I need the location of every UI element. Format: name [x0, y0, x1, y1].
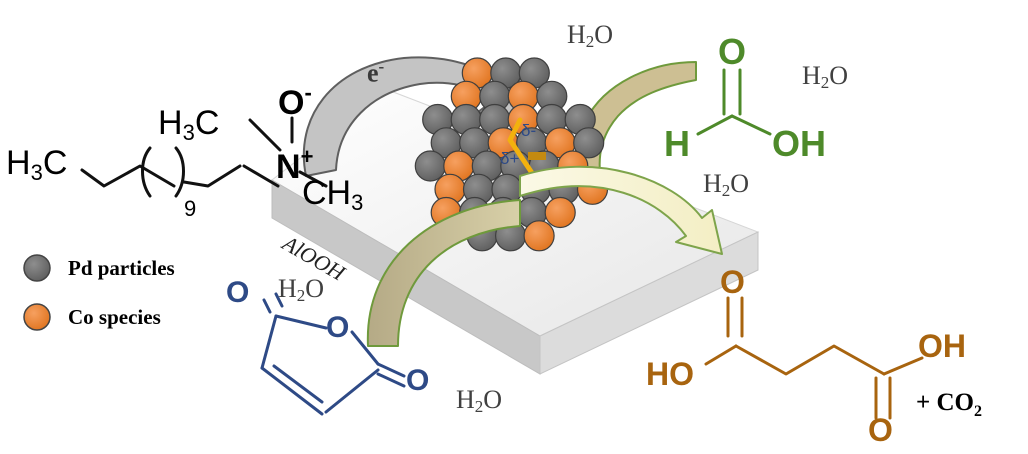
co-species-sphere	[523, 220, 555, 252]
surfactant-oxide: O-	[278, 80, 312, 122]
succinic-o-top: O	[720, 264, 745, 300]
legend-pd-label: Pd particles	[68, 256, 175, 280]
formic-oh: OH	[772, 123, 826, 164]
pd-particle-sphere	[414, 150, 446, 182]
electron-symbol: e	[367, 58, 379, 88]
anhydride-o-ring: O	[326, 311, 350, 344]
anhydride-o-top: O	[226, 276, 250, 309]
surfactant-nitrogen: N+	[276, 144, 314, 186]
electron-charge: -	[378, 57, 385, 76]
succinic-o-bottom: O	[868, 412, 893, 448]
charge-arrow-bar	[528, 152, 546, 160]
surfactant-bonds	[80, 116, 328, 198]
legend-co-label: Co species	[68, 305, 161, 329]
pd-particle-sphere	[573, 127, 605, 159]
surfactant-h3c-left: H3C	[6, 144, 68, 185]
surfactant-repeat-count: 9	[184, 196, 197, 221]
succinic-acid-bonds	[704, 296, 924, 420]
legend-co-swatch	[23, 303, 51, 331]
anhydride-bonds	[260, 292, 406, 416]
formic-h: H	[664, 123, 690, 164]
formic-o: O	[718, 31, 747, 72]
water-label-top: H2O	[567, 20, 614, 51]
succinic-ho: HO	[646, 356, 694, 392]
co-species-sphere	[544, 196, 576, 229]
succinic-oh: OH	[918, 328, 966, 364]
support-right-face	[539, 231, 759, 375]
product-arrow	[519, 165, 723, 255]
co2-byproduct: + CO2	[916, 389, 982, 420]
electron-label: e-	[367, 58, 384, 87]
surfactant-h3c-top: H3C	[158, 104, 220, 145]
surfactant-ch3-right: CH3	[302, 174, 364, 215]
water-label-bottom: H2O	[456, 385, 503, 416]
delta-plus-label: δ+	[500, 149, 520, 168]
legend-pd-swatch	[23, 254, 51, 282]
water-label-right-mid: H2O	[703, 169, 750, 200]
water-label-right-top: H2O	[802, 61, 849, 92]
water-label-left: H2O	[278, 274, 325, 305]
delta-minus-label: δ-	[521, 121, 537, 140]
formic-acid-bonds	[696, 68, 772, 136]
anhydride-o-right: O	[406, 364, 430, 397]
charge-arrow-down	[507, 117, 537, 179]
substrate-arrow	[366, 199, 521, 347]
